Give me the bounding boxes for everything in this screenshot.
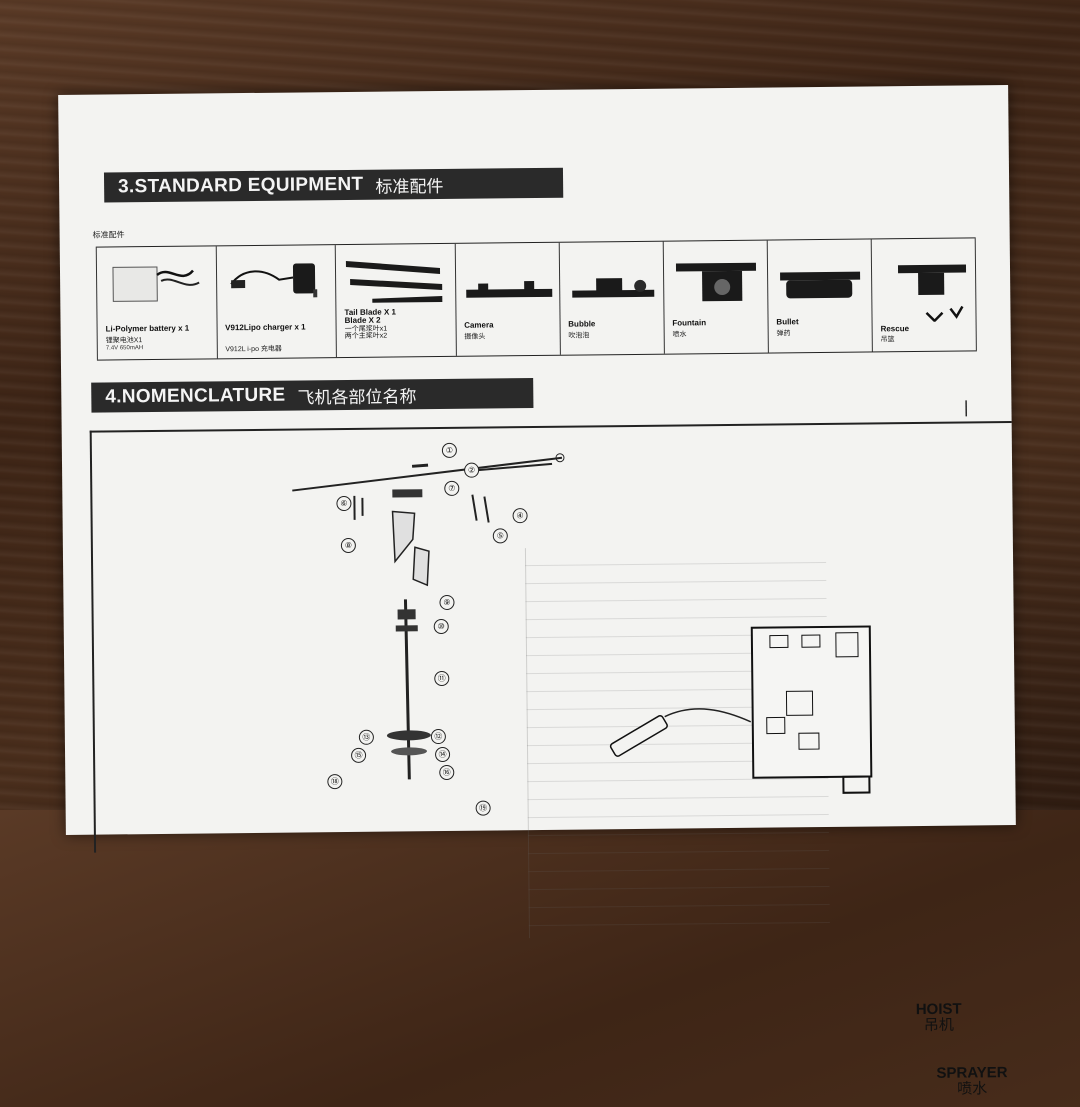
callout-5: ⑤: [493, 528, 508, 543]
bullet-icon: [774, 248, 870, 309]
sprayer-label-en: SPRAYER: [936, 1064, 1007, 1082]
equipment-item-blades: Tail Blade X 1 Blade X 2 一个尾浆叶x1 两个主桨叶x2: [336, 244, 457, 357]
equipment-name: Fountain: [672, 319, 706, 328]
equipment-item-camera: Camera 摄像头: [455, 243, 560, 356]
equipment-item-bubble: Bubble 吹泡泡: [559, 242, 664, 355]
battery-icon: [103, 254, 204, 315]
equipment-item-battery: Li-Polymer battery x 1 锂聚电池X1 7.4V 650mA…: [96, 246, 218, 359]
equipment-sub: 摄像头: [464, 334, 485, 342]
callout-7: ⑦: [444, 481, 459, 496]
blade-icon: [342, 252, 448, 313]
equipment-item-rescue: Rescue 吊篮: [872, 238, 977, 351]
receiver-board-icon: [746, 620, 888, 801]
charger-icon: [222, 253, 323, 314]
equipment-sub: 喷水: [672, 331, 686, 339]
battery-connector-icon: [605, 706, 756, 768]
equipment-sub: 吊篮: [881, 336, 895, 344]
section-title-zh: 飞机各部位名称: [297, 382, 416, 408]
sprayer-label: SPRAYER 喷水: [936, 1065, 1007, 1097]
callout-12: ⑫: [431, 729, 446, 744]
equipment-name: Rescue: [881, 325, 910, 334]
equipment-name: Camera: [464, 321, 493, 330]
callout-2: ②: [464, 463, 479, 478]
section-title-zh: 标准配件: [375, 171, 443, 197]
exploded-helicopter-drawing: [92, 427, 656, 833]
blade-labels: Tail Blade X 1 Blade X 2 一个尾浆叶x1 两个主桨叶x2: [344, 308, 396, 340]
hoist-label-zh: 吊机: [916, 1018, 962, 1033]
hoist-label: HOIST 吊机: [916, 1002, 962, 1033]
callout-8: ⑧: [341, 538, 356, 553]
equipment-strip: Li-Polymer battery x 1 锂聚电池X1 7.4V 650mA…: [96, 237, 977, 360]
section-header-standard-equipment: 3.STANDARD EQUIPMENT 标准配件: [104, 168, 563, 203]
callout-11: ⑪: [434, 671, 449, 686]
equipment-name: Bubble: [568, 320, 595, 329]
nomenclature-diagram: ① ② ⑥ ⑦ ④ ⑤ ⑧ ⑨ ⑩ ⑪ ⑬ ⑫ ⑮ ⑭ ⑯ ⑱ ⑲: [90, 421, 1016, 853]
callout-9: ⑨: [439, 595, 454, 610]
instruction-sheet: 3.STANDARD EQUIPMENT 标准配件 标准配件 Li-Polyme…: [58, 85, 1016, 835]
callout-19: ⑲: [476, 801, 491, 816]
callout-13: ⑬: [359, 730, 374, 745]
rescue-icon: [878, 246, 974, 322]
callout-16: ⑯: [439, 765, 454, 780]
equipment-sub: 弹药: [776, 330, 790, 338]
section-title-en: 3.STANDARD EQUIPMENT: [118, 174, 363, 199]
equipment-small-label: 标准配件: [93, 229, 125, 240]
section-header-nomenclature: 4.NOMENCLATURE 飞机各部位名称: [91, 378, 533, 413]
equipment-item-bullet: Bullet 弹药: [768, 239, 873, 352]
callout-15: ⑮: [351, 748, 366, 763]
callout-14: ⑭: [435, 747, 450, 762]
callout-18: ⑱: [327, 774, 342, 789]
bubble-icon: [565, 250, 661, 311]
equipment-name: Bullet: [776, 318, 798, 327]
fountain-icon: [670, 249, 766, 310]
sprayer-label-zh: 喷水: [937, 1081, 1008, 1097]
equipment-sub-2: 两个主桨叶x2: [345, 333, 397, 341]
callout-4: ④: [513, 508, 528, 523]
callout-1: ①: [442, 443, 457, 458]
callout-10: ⑩: [434, 619, 449, 634]
equipment-name: Li-Polymer battery x 1: [106, 325, 190, 335]
equipment-name: V912Lipo charger x 1: [225, 323, 306, 333]
equipment-sub: 吹泡泡: [568, 332, 589, 340]
equipment-item-charger: V912Lipo charger x 1 V912L i-po 充电器: [216, 245, 337, 358]
camera-icon: [461, 251, 557, 312]
equipment-item-fountain: Fountain 喷水: [663, 241, 768, 354]
equipment-spec: 7.4V 650mAH: [106, 345, 143, 351]
edge-mark: ❘: [959, 397, 973, 417]
equipment-sub: V912L i-po 充电器: [225, 346, 282, 355]
hoist-label-en: HOIST: [916, 1001, 962, 1018]
callout-6: ⑥: [336, 496, 351, 511]
section-title-en: 4.NOMENCLATURE: [105, 385, 285, 409]
